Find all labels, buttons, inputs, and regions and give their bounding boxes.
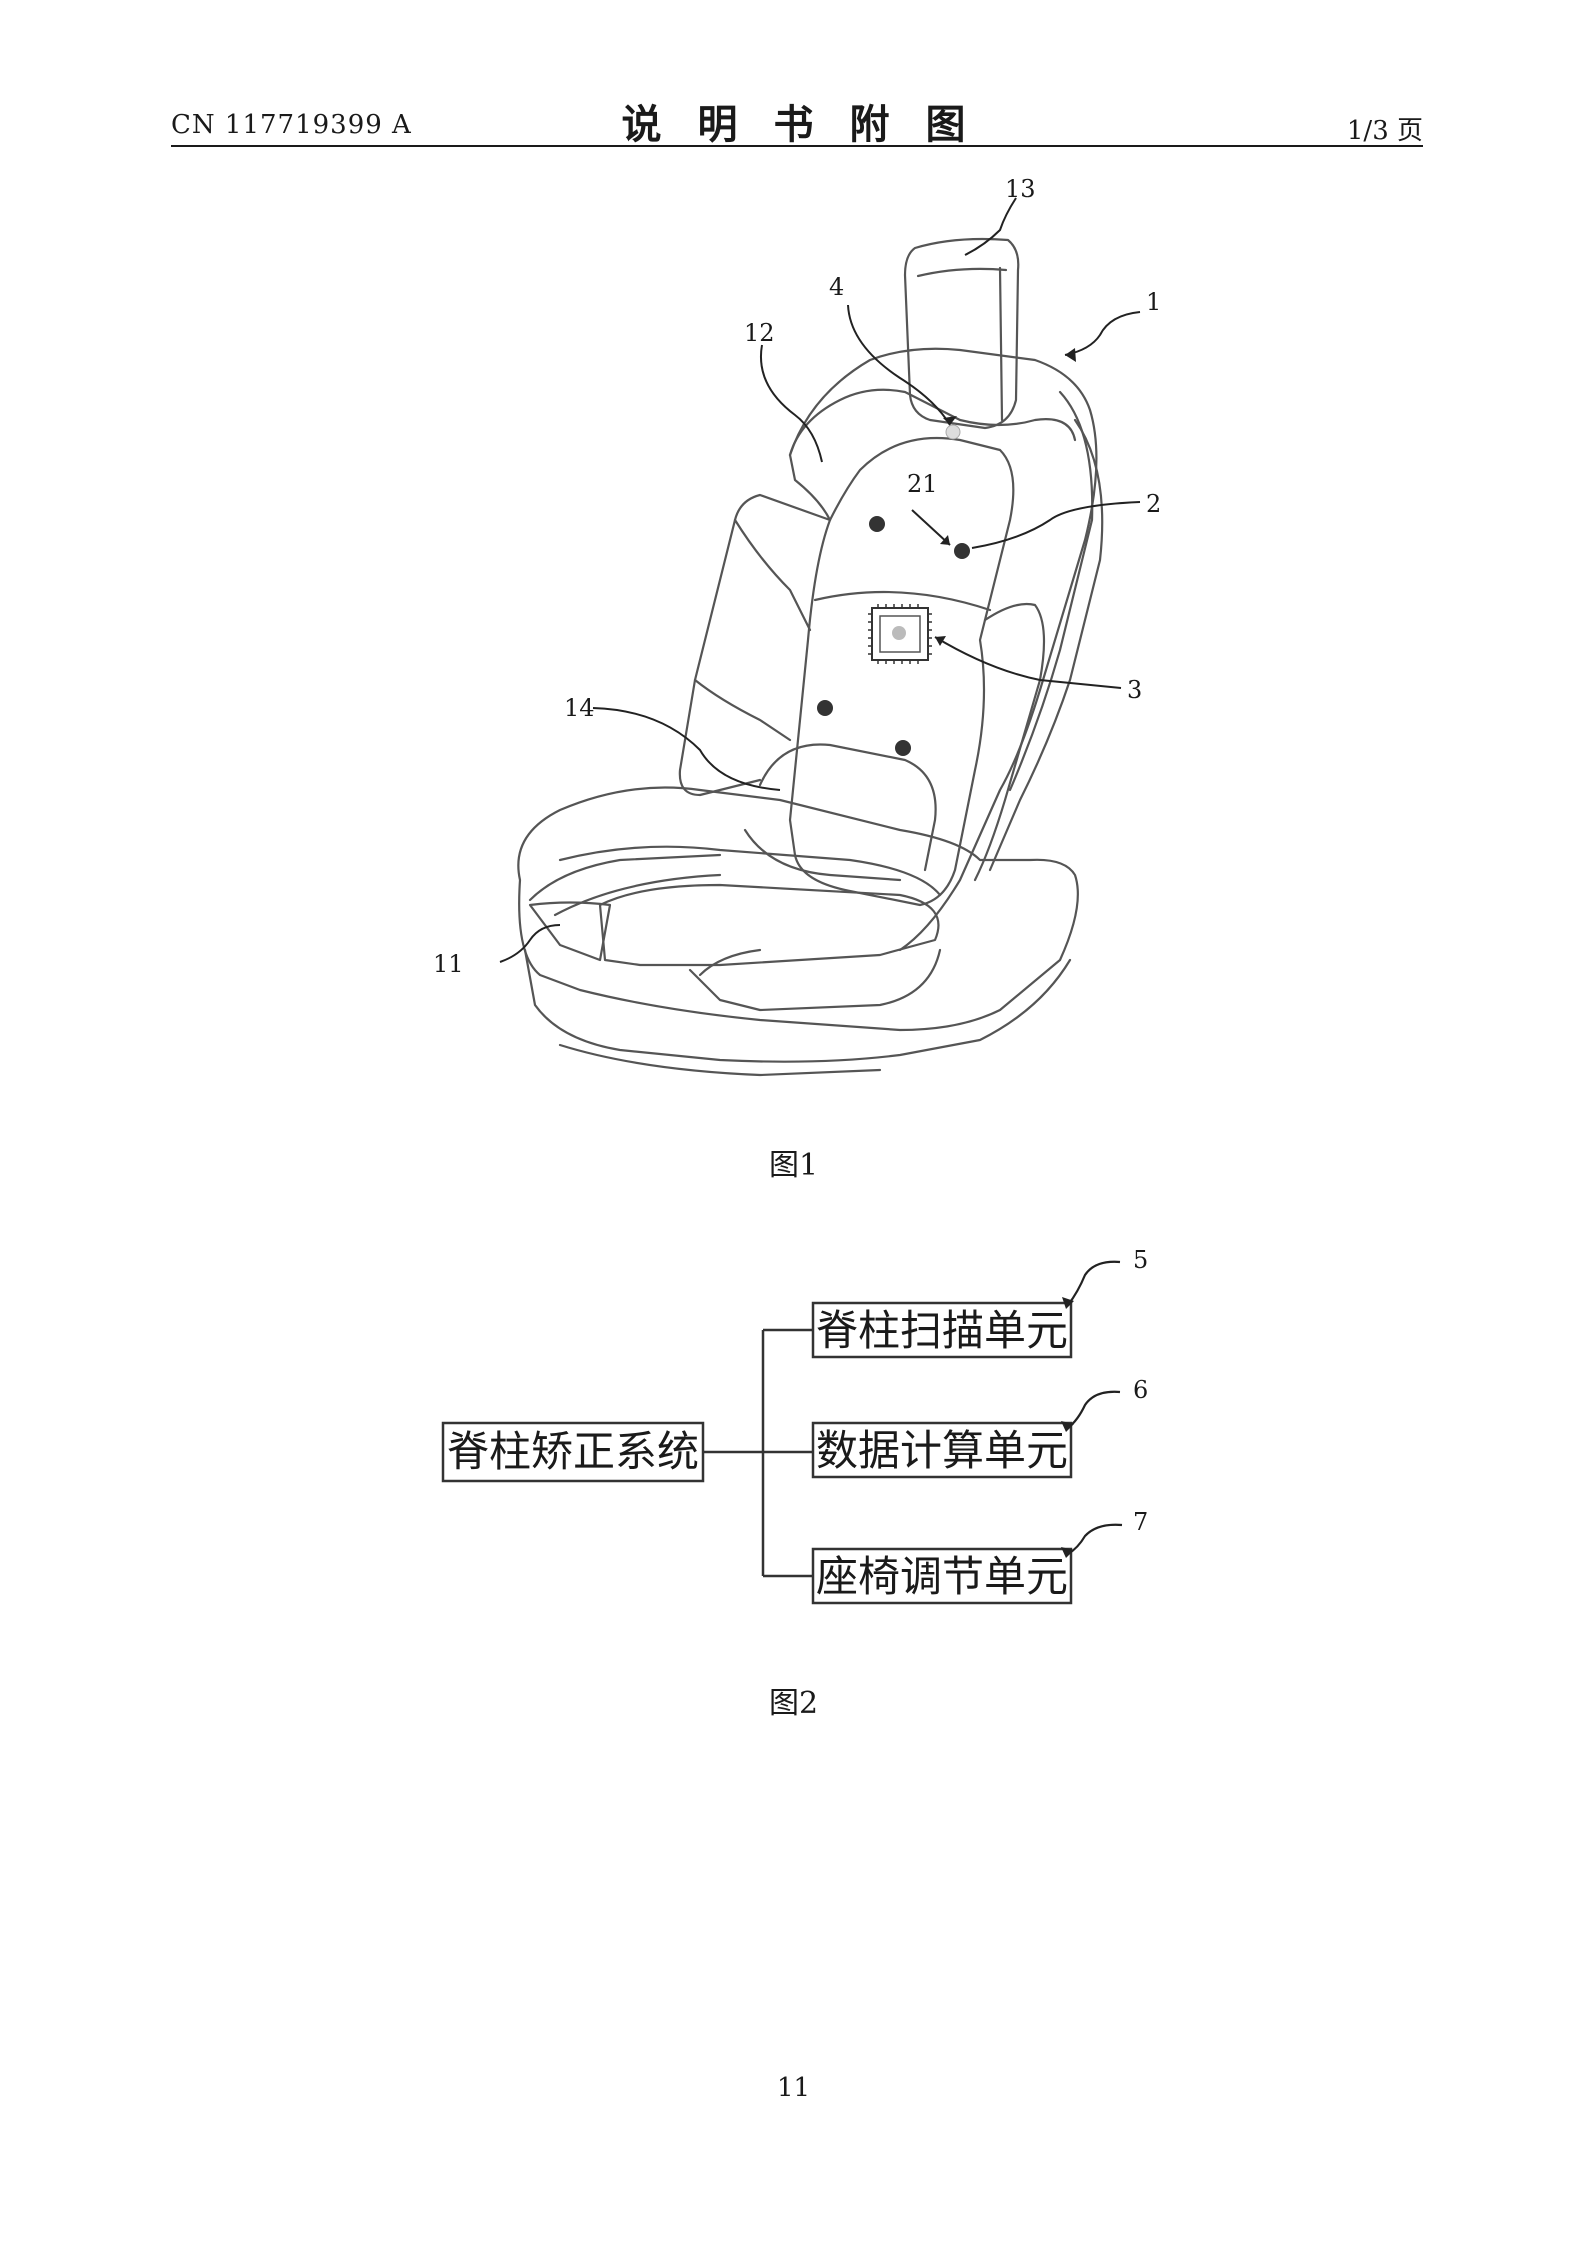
- unit-leaders: [1067, 1260, 1123, 1555]
- page-number: 11: [776, 2073, 811, 2103]
- label-5: 5: [1133, 1246, 1148, 1274]
- unit-box-calc: [811, 1421, 1073, 1479]
- label-21: 21: [907, 470, 938, 498]
- sensor-dot: [817, 700, 833, 716]
- figure2-block-diagram: 脊柱矫正系统 脊柱扫描单元 数据计算单元 座椅调节单元 5 6 7: [441, 1246, 1148, 1605]
- label-2: 2: [1146, 490, 1161, 518]
- sensor-dot: [895, 740, 911, 756]
- figure1-caption: 图1: [768, 1148, 819, 1183]
- sensor-dot: [869, 516, 885, 532]
- sensor-dot: [954, 543, 970, 559]
- page-indicator: 1/3 页: [1346, 116, 1423, 146]
- arrowheads: [935, 348, 1076, 646]
- unit-box-scan: [811, 1301, 1073, 1359]
- label-1: 1: [1146, 288, 1161, 316]
- unit-box-scan-text: 脊柱扫描单元: [816, 1306, 1068, 1355]
- unit-box-adjust: [811, 1547, 1073, 1605]
- root-box: [441, 1421, 705, 1483]
- label-14: 14: [564, 694, 595, 722]
- label-4: 4: [829, 273, 844, 301]
- patent-number: CN 117719399 A: [171, 110, 412, 140]
- label-3: 3: [1127, 676, 1142, 704]
- label-7: 7: [1133, 1508, 1148, 1536]
- connectors: [703, 1328, 813, 1578]
- chip-icon: [868, 604, 932, 664]
- label-11: 11: [433, 950, 464, 978]
- seat-outline: [517, 237, 1104, 1077]
- page-title: 说明书附图: [621, 101, 1002, 148]
- unit-arrowheads: [1061, 1297, 1074, 1558]
- figure2-caption: 图2: [768, 1686, 819, 1721]
- leader-lines: [499, 197, 1141, 963]
- root-box-text: 脊柱矫正系统: [447, 1427, 699, 1476]
- unit-box-calc-text: 数据计算单元: [816, 1426, 1068, 1475]
- unit-box-adjust-text: 座椅调节单元: [816, 1552, 1068, 1601]
- sensor-4-dot: [945, 424, 961, 440]
- label-12: 12: [744, 319, 775, 347]
- label-13: 13: [1005, 175, 1036, 203]
- label-6: 6: [1133, 1376, 1148, 1404]
- header-divider: [171, 145, 1423, 147]
